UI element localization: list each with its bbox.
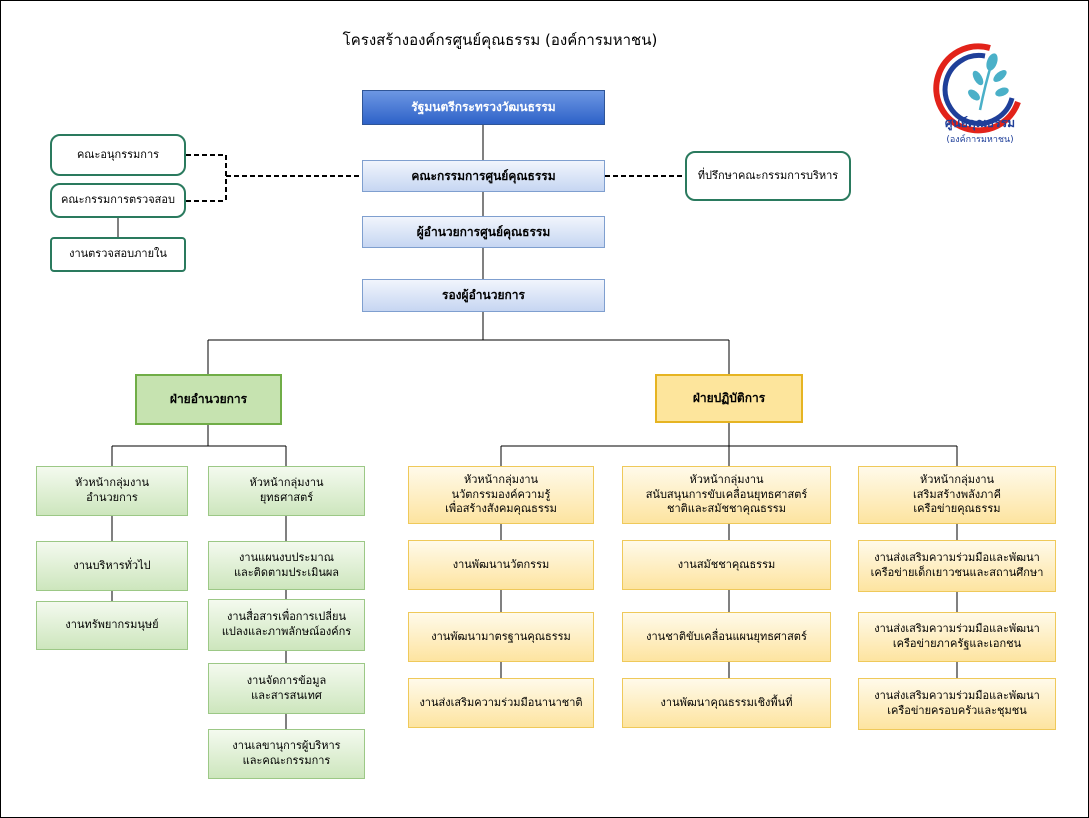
logo-emblem-icon	[933, 43, 1021, 134]
strategy-group-head: หัวหน้ากลุ่มงาน ยุทธศาสตร์	[208, 466, 365, 516]
strategy-unit: งานสื่อสารเพื่อการเปลี่ยน แปลงและภาพลักษ…	[208, 599, 365, 651]
innovation-unit: งานส่งเสริมความร่วมมือนานาชาติ	[408, 678, 594, 728]
strategy-unit: งานเลขานุการผู้บริหาร และคณะกรรมการ	[208, 729, 365, 779]
innovation-unit: งานพัฒนามาตรฐานคุณธรรม	[408, 612, 594, 662]
network-group-head: หัวหน้ากลุ่มงาน เสริมสร้างพลังภาคี เครือ…	[858, 466, 1056, 524]
internal-audit-box: งานตรวจสอบภายใน	[50, 237, 186, 272]
advisor-box: ที่ปรึกษาคณะกรรมการบริหาร	[685, 151, 851, 201]
subcommittee-box: คณะอนุกรรมการ	[50, 134, 186, 176]
admin-division-box: ฝ่ายอำนวยการ	[135, 374, 282, 425]
deputy-box: รองผู้อำนวยการ	[362, 279, 605, 312]
strategy-support-group-head: หัวหน้ากลุ่มงาน สนับสนุนการขับเคลื่อนยุท…	[622, 466, 831, 524]
board-box: คณะกรรมการศูนย์คุณธรรม	[362, 160, 605, 192]
page-title: โครงสร้างองค์กรศูนย์คุณธรรม (องค์การมหาช…	[342, 31, 658, 49]
innovation-group-head: หัวหน้ากลุ่มงาน นวัตกรรมองค์ความรู้ เพื่…	[408, 466, 594, 524]
strategy-support-unit: งานพัฒนาคุณธรรมเชิงพื้นที่	[622, 678, 831, 728]
strategy-unit: งานจัดการข้อมูล และสารสนเทศ	[208, 663, 365, 714]
network-unit: งานส่งเสริมความร่วมมือและพัฒนา เครือข่าย…	[858, 612, 1056, 662]
admin-group-head: หัวหน้ากลุ่มงาน อำนวยการ	[36, 466, 188, 516]
minister-box: รัฐมนตรีกระทรวงวัฒนธรรม	[362, 90, 605, 125]
logo-subtitle: (องค์การมหาชน)	[946, 135, 1014, 145]
strategy-unit: งานแผนงบประมาณ และติดตามประเมินผล	[208, 541, 365, 590]
logo: ศูนย์คุณธรรม (องค์การมหาชน)	[930, 40, 1030, 150]
audit-committee-box: คณะกรรมการตรวจสอบ	[50, 183, 186, 218]
strategy-support-unit: งานชาติขับเคลื่อนแผนยุทธศาสตร์	[622, 612, 831, 662]
innovation-unit: งานพัฒนานวัตกรรม	[408, 540, 594, 590]
strategy-support-unit: งานสมัชชาคุณธรรม	[622, 540, 831, 590]
admin-unit: งานบริหารทั่วไป	[36, 541, 188, 591]
network-unit: งานส่งเสริมความร่วมมือและพัฒนา เครือข่าย…	[858, 678, 1056, 730]
ops-division-box: ฝ่ายปฏิบัติการ	[655, 374, 803, 423]
director-box: ผู้อำนวยการศูนย์คุณธรรม	[362, 216, 605, 248]
admin-unit: งานทรัพยากรมนุษย์	[36, 601, 188, 650]
network-unit: งานส่งเสริมความร่วมมือและพัฒนา เครือข่าย…	[858, 540, 1056, 592]
logo-name: ศูนย์คุณธรรม	[944, 116, 1016, 130]
